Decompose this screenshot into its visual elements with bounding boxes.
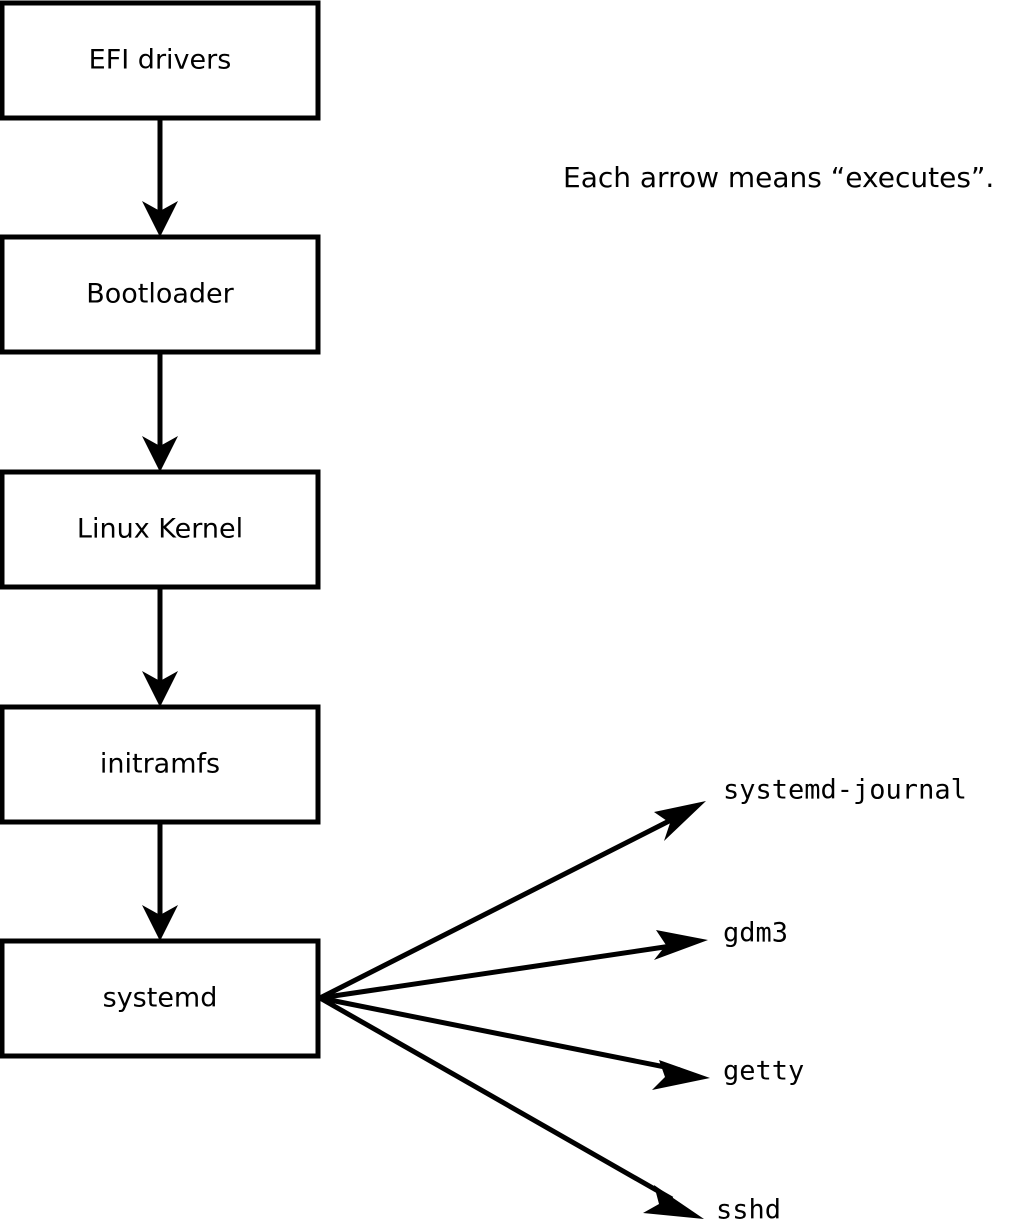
node-efi-drivers[interactable]: EFI drivers — [0, 0, 321, 121]
arrow-systemd-to-sshd-head — [643, 1185, 704, 1219]
node-linux-kernel-rect — [0, 469, 321, 590]
node-initramfs[interactable]: initramfs — [0, 704, 321, 825]
arrow-initramfs-to-systemd — [142, 822, 178, 941]
legend-note: Each arrow means “executes”. — [563, 161, 994, 194]
service-label-systemd-journal: systemd-journal — [723, 775, 967, 806]
node-systemd[interactable]: systemd — [0, 938, 321, 1059]
arrow-systemd-to-gdm3 — [319, 930, 708, 1001]
node-systemd-rect — [0, 938, 321, 1059]
arrow-kernel-to-initramfs-head — [142, 671, 178, 707]
arrow-systemd-to-gdm3-head — [654, 930, 708, 960]
arrow-bootloader-to-kernel-head — [142, 436, 178, 472]
node-linux-kernel[interactable]: Linux Kernel — [0, 469, 321, 590]
arrow-systemd-to-getty — [319, 995, 710, 1090]
node-bootloader-label: Bootloader — [86, 279, 234, 310]
service-label-gdm3: gdm3 — [723, 918, 788, 949]
arrow-systemd-to-getty-line — [319, 995, 681, 1073]
node-linux-kernel-label: Linux Kernel — [77, 514, 243, 545]
arrow-systemd-to-sshd-line — [318, 995, 674, 1202]
arrow-efi-to-bootloader — [142, 118, 178, 237]
service-arrows-group — [318, 801, 710, 1219]
node-systemd-label: systemd — [103, 983, 218, 1014]
service-label-getty: getty — [723, 1056, 804, 1087]
node-bootloader[interactable]: Bootloader — [0, 234, 321, 355]
arrow-systemd-to-gdm3-line — [319, 942, 679, 1001]
chain-arrows-group — [142, 118, 178, 941]
arrow-bootloader-to-kernel — [142, 352, 178, 472]
arrow-systemd-to-systemd-journal — [318, 801, 706, 1001]
node-efi-drivers-label: EFI drivers — [89, 45, 232, 76]
arrow-systemd-to-systemd-journal-head — [654, 801, 706, 841]
arrow-initramfs-to-systemd-head — [142, 905, 178, 941]
arrow-kernel-to-initramfs — [142, 587, 178, 707]
node-initramfs-label: initramfs — [100, 749, 220, 780]
service-labels-group: systemd-journal gdm3 getty sshd — [716, 775, 967, 1226]
service-label-sshd: sshd — [716, 1195, 781, 1226]
arrow-efi-to-bootloader-head — [142, 201, 178, 237]
arrow-systemd-to-getty-head — [652, 1060, 710, 1090]
arrow-systemd-to-systemd-journal-line — [318, 815, 677, 1001]
node-efi-drivers-rect — [0, 0, 321, 121]
arrow-systemd-to-sshd — [318, 995, 704, 1219]
